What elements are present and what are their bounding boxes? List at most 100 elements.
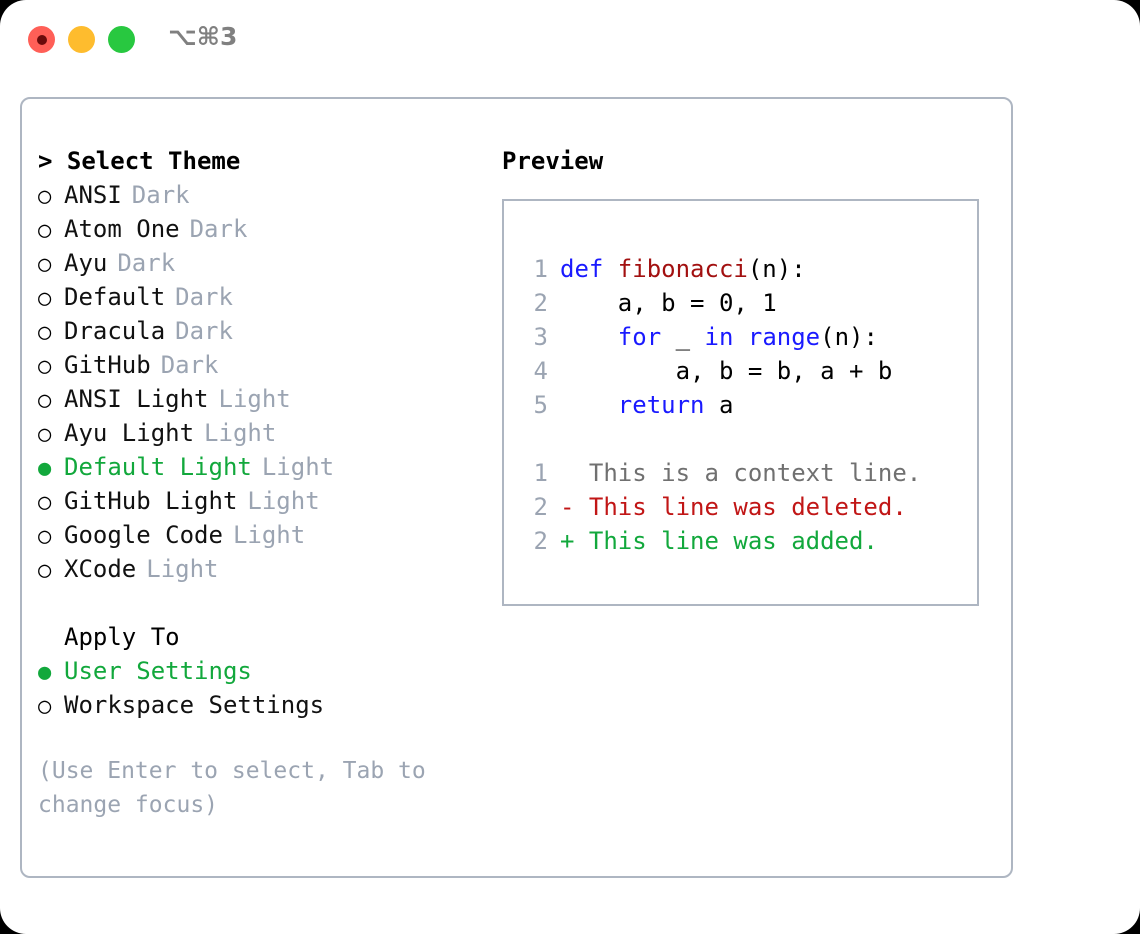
line-number: 1 bbox=[533, 459, 548, 487]
code-text: for _ in range(n): bbox=[560, 320, 878, 354]
code-line: 3 for _ in range(n): bbox=[518, 320, 921, 354]
line-number: 2 bbox=[533, 493, 548, 521]
theme-list-item[interactable]: ○ ANSI Dark bbox=[38, 178, 488, 212]
theme-category-tag: Light bbox=[204, 419, 277, 447]
theme-name-label: ANSI bbox=[64, 181, 122, 209]
radio-selected-icon[interactable]: ● bbox=[38, 660, 52, 685]
theme-category-tag: Light bbox=[218, 385, 291, 413]
radio-unselected-icon[interactable]: ○ bbox=[38, 388, 52, 413]
theme-name-label: Atom One bbox=[64, 215, 180, 243]
code-line: 2 a, b = 0, 1 bbox=[518, 286, 921, 320]
radio-selected-icon[interactable]: ● bbox=[38, 456, 52, 481]
theme-name-label: GitHub bbox=[64, 351, 151, 379]
theme-name-label: Ayu bbox=[64, 249, 108, 277]
code-token: _ bbox=[661, 323, 705, 351]
code-token: (n): bbox=[820, 323, 878, 351]
code-text: return a bbox=[560, 388, 734, 422]
line-number: 1 bbox=[533, 255, 548, 283]
diff-text-deleted: - This line was deleted. bbox=[560, 493, 907, 521]
code-token: (n): bbox=[747, 255, 806, 283]
diff-text-added: + This line was added. bbox=[560, 527, 878, 555]
diff-sample: 1 This is a context line. 2 - This line wa… bbox=[518, 456, 922, 558]
code-token: return bbox=[617, 391, 705, 419]
code-token: a, b = 0, 1 bbox=[560, 289, 777, 317]
apply-to-label: Workspace Settings bbox=[64, 691, 325, 719]
diff-line: 2 + This line was added. bbox=[518, 524, 921, 558]
code-token bbox=[560, 391, 618, 419]
theme-list-item[interactable]: ○ ANSI Light Light bbox=[38, 382, 488, 416]
code-line: 1 def fibonacci(n): bbox=[518, 252, 921, 286]
minimize-button-icon[interactable] bbox=[68, 26, 95, 53]
radio-unselected-icon[interactable]: ○ bbox=[38, 320, 52, 345]
radio-unselected-icon[interactable]: ○ bbox=[38, 490, 52, 515]
theme-name-label: Ayu Light bbox=[64, 419, 195, 447]
diff-text-context: This is a context line. bbox=[560, 459, 922, 487]
traffic-lights bbox=[28, 26, 135, 53]
radio-unselected-icon[interactable]: ○ bbox=[38, 286, 52, 311]
keyboard-hint-text: (Use Enter to select, Tab to change focu… bbox=[38, 758, 440, 818]
theme-list-item[interactable]: ○ Default Dark bbox=[38, 280, 488, 314]
code-token: in bbox=[704, 323, 734, 351]
apply-to-header: Apply To bbox=[64, 623, 180, 651]
diff-line: 2 - This line was deleted. bbox=[518, 490, 921, 524]
radio-unselected-icon[interactable]: ○ bbox=[38, 558, 52, 583]
code-token: def bbox=[560, 255, 618, 283]
theme-name-label: ANSI Light bbox=[64, 385, 209, 413]
radio-unselected-icon[interactable]: ○ bbox=[38, 524, 52, 549]
radio-unselected-icon[interactable]: ○ bbox=[38, 218, 52, 243]
theme-list-item[interactable]: ○ Ayu Light Light bbox=[38, 416, 488, 450]
radio-unselected-icon[interactable]: ○ bbox=[38, 252, 52, 277]
apply-to-options[interactable]: ● User Settings ○ Workspace Settings bbox=[38, 654, 488, 722]
radio-unselected-icon[interactable]: ○ bbox=[38, 184, 52, 209]
theme-category-tag: Light bbox=[146, 555, 219, 583]
line-number: 5 bbox=[533, 391, 548, 419]
code-token: range bbox=[747, 323, 821, 351]
theme-name-label: Default bbox=[64, 283, 166, 311]
theme-name-label: Google Code bbox=[64, 521, 223, 549]
apply-to-label: User Settings bbox=[64, 657, 252, 685]
code-diff-spacer bbox=[518, 422, 921, 456]
theme-category-tag: Light bbox=[261, 453, 335, 481]
radio-unselected-icon[interactable]: ○ bbox=[38, 694, 52, 719]
code-token: a, b = b, a + b bbox=[560, 357, 893, 385]
preview-title: Preview bbox=[502, 147, 604, 175]
radio-unselected-icon[interactable]: ○ bbox=[38, 354, 52, 379]
code-token: fibonacci bbox=[617, 255, 748, 283]
code-line: 4 a, b = b, a + b bbox=[518, 354, 921, 388]
code-text: a, b = b, a + b bbox=[560, 354, 893, 388]
close-button-icon[interactable] bbox=[28, 26, 55, 53]
line-number: 2 bbox=[533, 527, 548, 555]
theme-category-tag: Dark bbox=[175, 283, 233, 311]
code-text: def fibonacci(n): bbox=[560, 252, 806, 286]
line-number: 4 bbox=[533, 357, 548, 385]
theme-category-tag: Dark bbox=[131, 181, 190, 209]
code-line: 5 return a bbox=[518, 388, 921, 422]
theme-list-item[interactable]: ● Default Light Light bbox=[38, 450, 488, 484]
theme-name-label: Default Light bbox=[64, 453, 252, 481]
apply-to-option[interactable]: ○ Workspace Settings bbox=[38, 688, 488, 722]
apply-to-option[interactable]: ● User Settings bbox=[38, 654, 488, 688]
theme-category-tag: Light bbox=[247, 487, 320, 515]
keyboard-shortcut-label: ⌥⌘3 bbox=[168, 22, 238, 51]
radio-unselected-icon[interactable]: ○ bbox=[38, 422, 52, 447]
code-token bbox=[733, 323, 747, 351]
code-token bbox=[560, 323, 618, 351]
line-number: 3 bbox=[533, 323, 548, 351]
code-token: for bbox=[617, 323, 662, 351]
zoom-button-icon[interactable] bbox=[108, 26, 135, 53]
